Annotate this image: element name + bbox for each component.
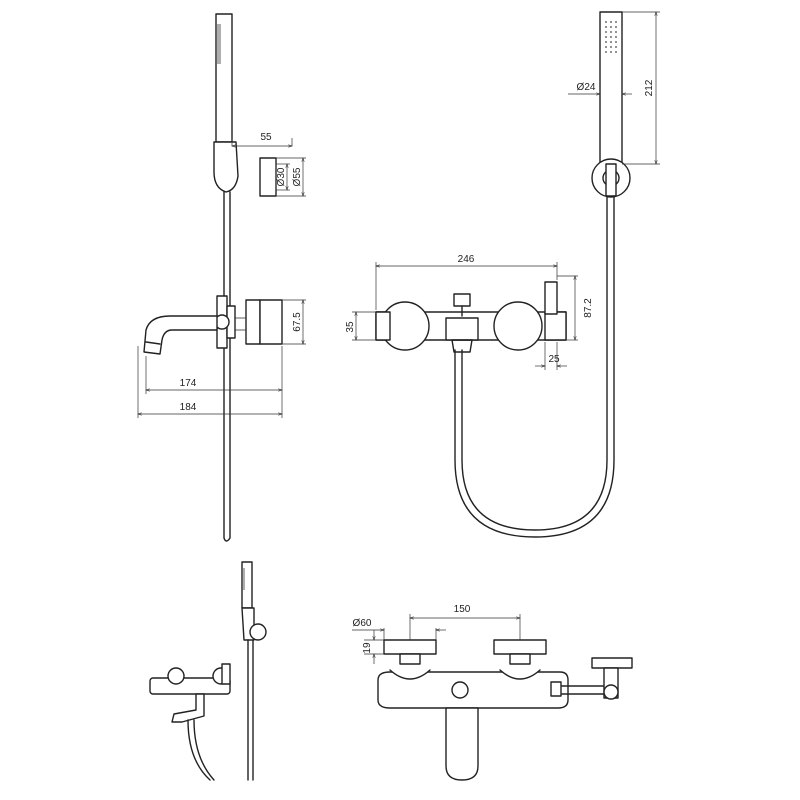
- dim-212: 212: [622, 12, 660, 164]
- dim-label-67-5: 67.5: [292, 312, 303, 332]
- dim-label-35: 35: [345, 321, 356, 333]
- dim-label-212: 212: [644, 79, 655, 96]
- dim-184: 184: [138, 346, 282, 418]
- dim-label-184: 184: [180, 402, 197, 413]
- side-view: 55 Ø30 Ø55 67.5 174: [138, 13, 306, 542]
- side-hose: [223, 191, 231, 542]
- front-handshower: [599, 11, 623, 165]
- dim-label-dia30: Ø30: [276, 167, 287, 186]
- dim-174: 174: [146, 346, 282, 394]
- dim-dia60: Ø60: [352, 618, 446, 640]
- dim-label-174: 174: [180, 378, 197, 389]
- dim-label-19: 19: [362, 642, 373, 654]
- side-handshower: [213, 13, 239, 193]
- dim-label-150: 150: [454, 604, 471, 615]
- dim-label-246: 246: [458, 254, 475, 265]
- dim-dia30: Ø30: [276, 164, 290, 190]
- dim-55: 55: [232, 132, 292, 146]
- front-view: Ø24 212 246 35 87.2: [345, 11, 660, 538]
- front-hose: [454, 195, 615, 538]
- front-holder: [591, 158, 631, 198]
- dim-label-dia55: Ø55: [292, 167, 303, 186]
- dim-label-55: 55: [260, 132, 272, 143]
- top-view: 150 Ø60 19: [352, 604, 633, 781]
- top-mixer-body: [377, 639, 633, 781]
- dim-25: 25: [535, 342, 567, 370]
- front-mixer-body: [375, 281, 567, 353]
- side-mixer-body: [214, 295, 283, 349]
- dim-87-2: 87.2: [557, 276, 594, 340]
- dim-label-dia60: Ø60: [353, 618, 372, 629]
- dim-35: 35: [345, 312, 376, 340]
- perspective-view: [149, 561, 267, 781]
- dim-label-25: 25: [548, 354, 560, 365]
- dim-19: 19: [362, 630, 384, 664]
- side-spout: [143, 315, 218, 355]
- dim-246: 246: [376, 254, 557, 310]
- dim-dia24: Ø24: [568, 82, 632, 94]
- dim-dia55: Ø55: [276, 158, 306, 196]
- side-holder-plate: [259, 157, 277, 197]
- dim-label-87-2: 87.2: [583, 298, 594, 318]
- dim-150: 150: [410, 604, 520, 640]
- dim-label-dia24: Ø24: [577, 82, 596, 93]
- dim-67-5: 67.5: [282, 300, 306, 344]
